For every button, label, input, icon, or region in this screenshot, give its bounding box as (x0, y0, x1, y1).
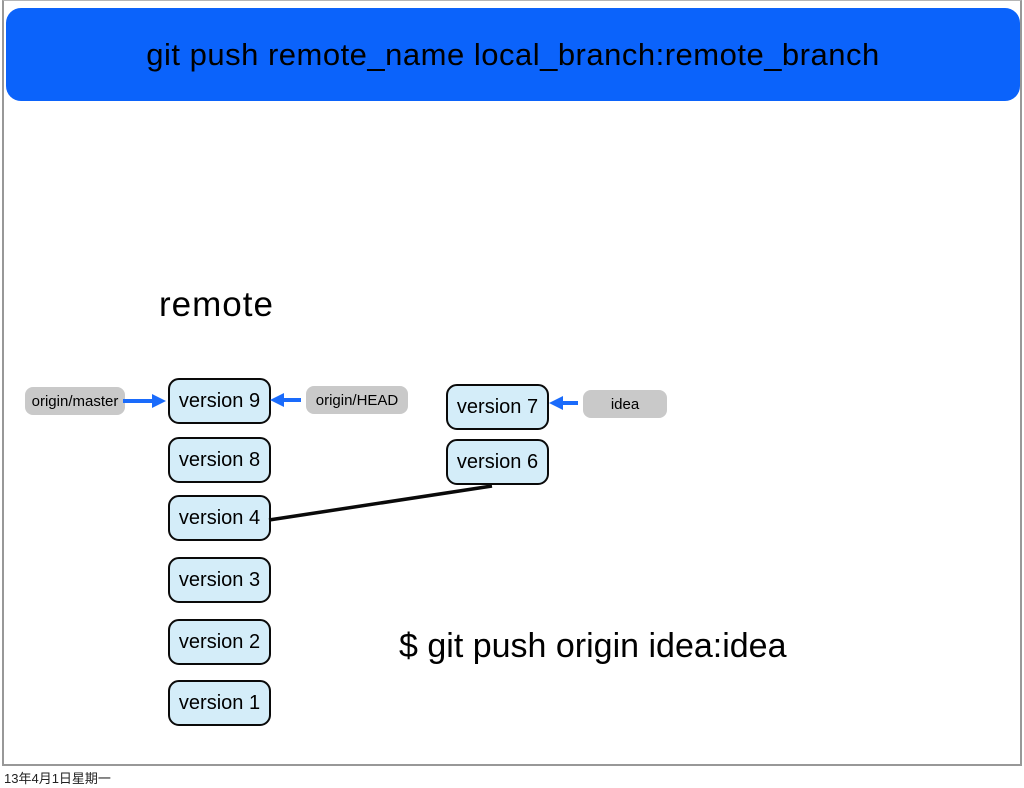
ref-label-idea: idea (583, 390, 667, 418)
commit-box-version-6: version 6 (446, 439, 549, 485)
remote-heading: remote (159, 285, 274, 324)
title-banner: git push remote_name local_branch:remote… (6, 8, 1020, 101)
commit-box-version-4: version 4 (168, 495, 271, 541)
commit-box-version-1: version 1 (168, 680, 271, 726)
ref-label-origin-head: origin/HEAD (306, 386, 408, 414)
shell-command: $ git push origin idea:idea (399, 627, 787, 665)
commit-box-version-3: version 3 (168, 557, 271, 603)
commit-box-version-9: version 9 (168, 378, 271, 424)
slide-title: git push remote_name local_branch:remote… (146, 36, 880, 72)
footer-date: 13年4月1日星期一 (4, 771, 111, 786)
ref-label-origin-master: origin/master (25, 387, 125, 415)
commit-box-version-7: version 7 (446, 384, 549, 430)
commit-box-version-2: version 2 (168, 619, 271, 665)
commit-box-version-8: version 8 (168, 437, 271, 483)
slide-canvas: git push remote_name local_branch:remote… (2, 0, 1022, 766)
